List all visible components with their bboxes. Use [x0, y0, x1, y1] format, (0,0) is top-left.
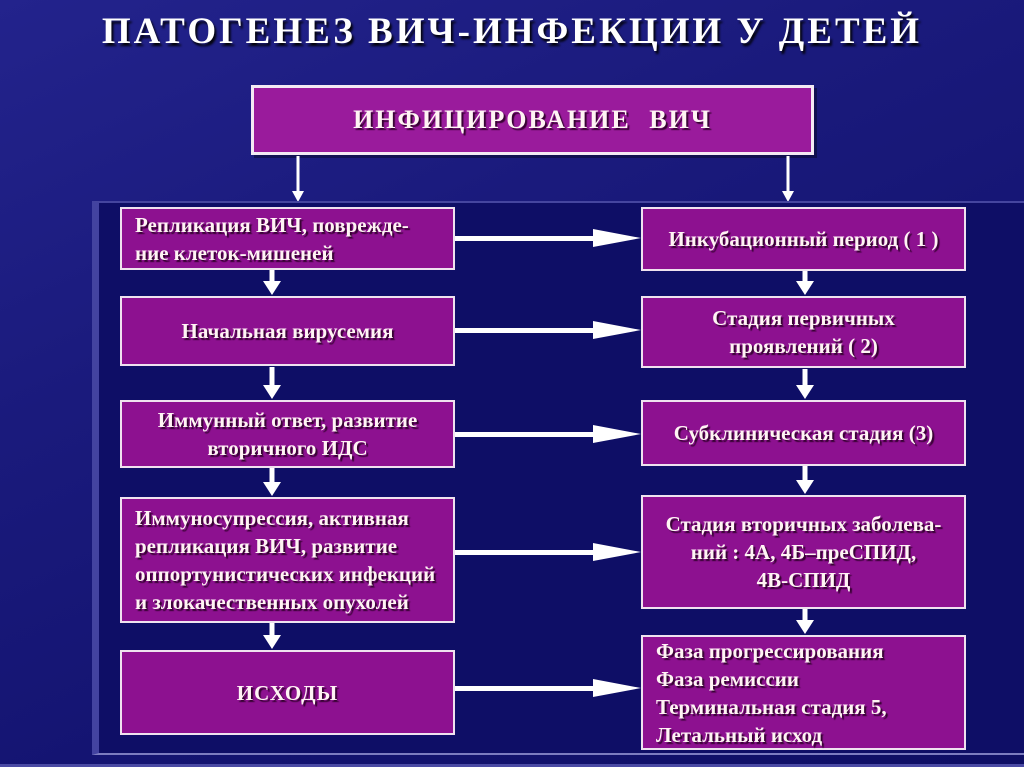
arrow-root-to-left-column	[291, 156, 305, 202]
arrow-right-icon	[593, 321, 641, 339]
arrow-replication-to-incubation	[455, 229, 641, 247]
arrow-down-icon	[263, 385, 281, 399]
arrow-stem	[455, 432, 597, 437]
arrow-stem	[269, 623, 275, 636]
arrow-down-icon	[796, 480, 814, 494]
arrow-right-icon	[593, 679, 641, 697]
arrow-secondary-to-phases	[794, 609, 816, 634]
arrow-down-icon	[796, 385, 814, 399]
arrow-stem	[802, 369, 808, 386]
arrow-root-to-right-column	[781, 156, 795, 202]
arrow-replication-to-viremia	[261, 270, 283, 295]
arrow-immunosuppression-to-outcomes	[261, 623, 283, 649]
arrow-stem	[455, 328, 597, 333]
node-initial-viremia-label: Начальная вирусемия	[181, 319, 394, 343]
arrow-right-icon	[593, 543, 641, 561]
node-outcomes-label: ИСХОДЫ	[236, 680, 339, 705]
node-phases-label: Фаза прогрессирования Фаза ремиссии Терм…	[656, 638, 887, 747]
arrow-right-icon	[593, 229, 641, 247]
node-outcomes: ИСХОДЫ	[120, 650, 455, 735]
node-incubation-period-label: Инкубационный период ( 1 )	[668, 227, 939, 251]
node-immunosuppression-label: Иммуносупрессия, активная репликация ВИЧ…	[135, 506, 436, 614]
arrow-stem	[802, 271, 808, 282]
node-primary-stage: Стадия первичных проявлений ( 2)	[641, 296, 966, 368]
arrow-primary-to-subclinical	[794, 369, 816, 399]
node-secondary-stage: Стадия вторичных заболева- ний : 4А, 4Б–…	[641, 495, 966, 609]
arrow-stem	[786, 156, 790, 192]
node-initial-viremia: Начальная вирусемия	[120, 296, 455, 366]
arrow-down-icon	[782, 191, 794, 202]
arrow-stem	[455, 686, 597, 691]
arrow-stem	[455, 236, 597, 241]
arrow-immune-response-to-immunosuppression	[261, 468, 283, 496]
node-primary-stage-label: Стадия первичных проявлений ( 2)	[712, 306, 895, 358]
node-secondary-stage-label: Стадия вторичных заболева- ний : 4А, 4Б–…	[665, 512, 942, 592]
node-subclinical-stage-label: Субклиническая стадия (3)	[673, 421, 934, 445]
arrow-stem	[269, 367, 275, 386]
slide-title: ПАТОГЕНЕЗ ВИЧ-ИНФЕКЦИИ У ДЕТЕЙ	[101, 11, 923, 52]
node-phases: Фаза прогрессирования Фаза ремиссии Терм…	[641, 635, 966, 750]
arrow-stem	[269, 270, 275, 282]
node-immune-response: Иммунный ответ, развитие вторичного ИДС	[120, 400, 455, 468]
node-incubation-period: Инкубационный период ( 1 )	[641, 207, 966, 271]
arrow-down-icon	[263, 281, 281, 295]
arrow-down-icon	[263, 635, 281, 649]
node-subclinical-stage: Субклиническая стадия (3)	[641, 400, 966, 466]
arrow-immune-response-to-subclinical	[455, 425, 641, 443]
arrow-down-icon	[292, 191, 304, 202]
arrow-down-icon	[263, 482, 281, 496]
arrow-incubation-to-primary	[794, 271, 816, 295]
node-immunosuppression: Иммуносупрессия, активная репликация ВИЧ…	[120, 497, 455, 623]
node-hiv-replication-label: Репликация ВИЧ, поврежде- ние клеток-миш…	[135, 212, 409, 265]
arrow-down-icon	[796, 281, 814, 295]
arrow-immunosuppression-to-secondary	[455, 543, 641, 561]
node-immune-response-label: Иммунный ответ, развитие вторичного ИДС	[157, 408, 418, 460]
arrow-viremia-to-immune-response	[261, 367, 283, 399]
node-hiv-replication: Репликация ВИЧ, поврежде- ние клеток-миш…	[120, 207, 455, 270]
arrow-subclinical-to-secondary	[794, 466, 816, 494]
arrow-stem	[802, 609, 808, 621]
arrow-outcomes-to-phases	[455, 679, 641, 697]
arrow-stem	[802, 466, 808, 481]
arrow-stem	[296, 156, 300, 192]
arrow-viremia-to-primary	[455, 321, 641, 339]
node-hiv-infection-label: ИНФИЦИРОВАНИЕ ВИЧ	[353, 105, 712, 134]
arrow-right-icon	[593, 425, 641, 443]
arrow-down-icon	[796, 620, 814, 634]
arrow-stem	[269, 468, 275, 483]
arrow-stem	[455, 550, 597, 555]
node-hiv-infection: ИНФИЦИРОВАНИЕ ВИЧ	[251, 85, 814, 155]
slide-bottom-edge	[0, 764, 1024, 767]
